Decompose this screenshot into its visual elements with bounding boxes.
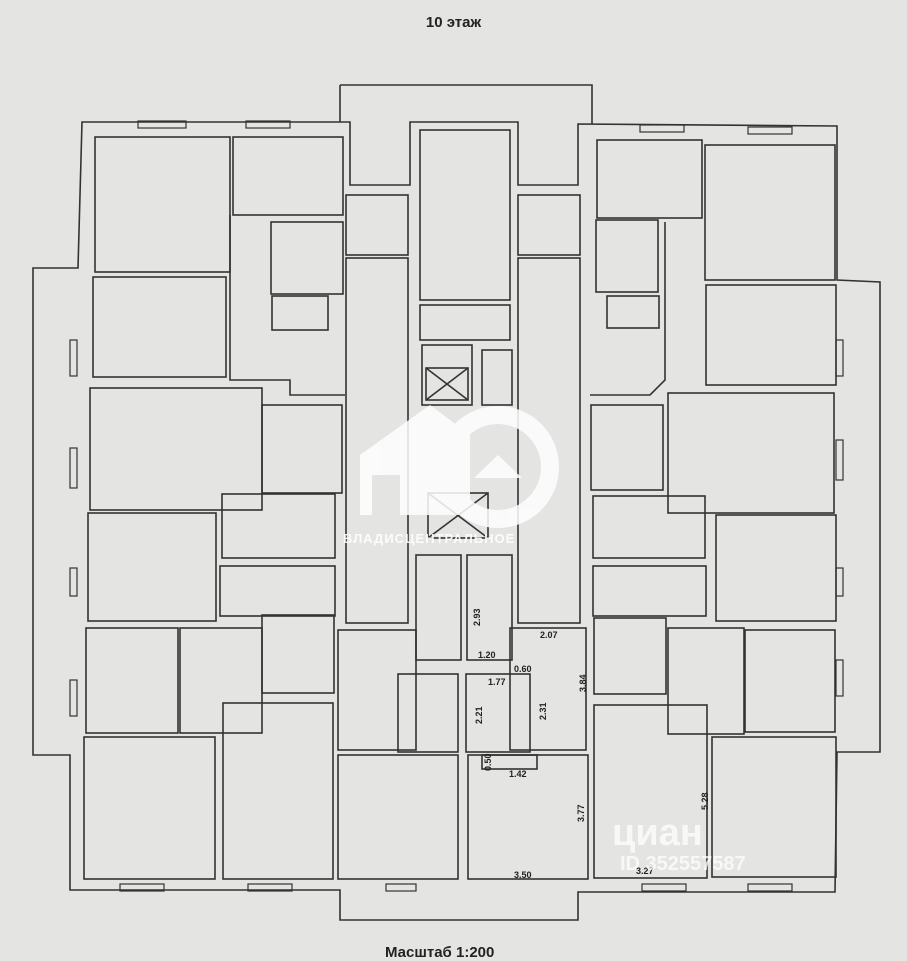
dimension-label: 1.77: [488, 677, 506, 687]
dimension-label: 0.60: [514, 664, 532, 674]
cian-id-watermark: ID 352557587: [620, 853, 746, 875]
dimension-label: 3.84: [578, 674, 588, 692]
dimension-label: 0.50: [483, 753, 493, 771]
dimension-label: 2.21: [474, 706, 484, 724]
dimension-label: 3.27: [636, 866, 654, 876]
dimension-label: 1.20: [478, 650, 496, 660]
dimension-label: 2.07: [540, 630, 558, 640]
dimension-label: 3.77: [576, 804, 586, 822]
cian-watermark: циан: [612, 812, 703, 854]
dimension-label: 2.31: [538, 702, 548, 720]
floor-title: 10 этаж: [425, 14, 482, 31]
scale-label: Масштаб 1:200: [385, 944, 495, 961]
dimension-label: 2.93: [472, 608, 482, 626]
watermark-logo-icon: [360, 405, 559, 528]
dimension-label: 5.28: [700, 792, 710, 810]
dimension-label: 3.50: [514, 870, 532, 880]
watermark-text: ВЛАДИСЦЕНТРАЛЬНОЕ: [343, 531, 516, 546]
dimension-label: 1.42: [509, 769, 527, 779]
